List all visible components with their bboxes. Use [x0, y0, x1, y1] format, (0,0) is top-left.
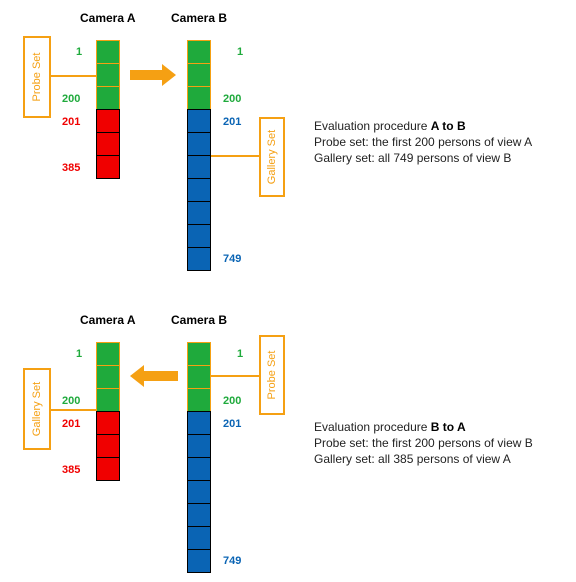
- description-probe: Probe set: the first 200 persons of view…: [314, 436, 533, 450]
- label-200: 200: [223, 395, 242, 407]
- probe-cell: [96, 365, 120, 389]
- extra-cell: [96, 109, 120, 133]
- extra-cell: [96, 155, 120, 179]
- extra-cell: [96, 434, 120, 458]
- probe-cell: [187, 342, 211, 366]
- left-arrow-icon: [130, 365, 178, 387]
- gallery-cell: [187, 526, 211, 550]
- probe-cell: [96, 40, 120, 64]
- description-title: Evaluation procedure B to A: [314, 419, 533, 435]
- extra-cell: [96, 411, 120, 435]
- title-bold: A to B: [430, 119, 466, 133]
- probe-set-label: Probe Set: [266, 350, 278, 400]
- gallery-set-label: Gallery Set: [31, 381, 43, 437]
- label-1: 1: [76, 348, 83, 360]
- probe-cell: [187, 86, 211, 110]
- description-gallery: Gallery set: all 749 persons of view B: [314, 151, 512, 165]
- probe-cell: [96, 388, 120, 412]
- title-prefix: Evaluation procedure: [314, 119, 431, 133]
- gallery-cell: [187, 201, 211, 225]
- title-prefix: Evaluation procedure: [314, 420, 431, 434]
- camera-b-label: Camera B: [171, 313, 228, 327]
- camera-b-label: Camera B: [171, 11, 228, 25]
- extra-cell: [96, 132, 120, 156]
- label-1: 1: [237, 348, 244, 360]
- probe-set-box: Probe Set: [23, 36, 51, 118]
- gallery-cell: [187, 434, 211, 458]
- probe-set-box: Probe Set: [259, 335, 285, 415]
- description-gallery: Gallery set: all 385 persons of view A: [314, 452, 511, 466]
- description: Evaluation procedure A to B Probe set: t…: [314, 118, 532, 166]
- label-201: 201: [62, 116, 81, 128]
- label-749: 749: [223, 555, 242, 567]
- probe-cell: [187, 40, 211, 64]
- gallery-cell: [187, 155, 211, 179]
- extra-cell: [96, 457, 120, 481]
- label-200: 200: [62, 395, 81, 407]
- label-385: 385: [62, 464, 81, 476]
- gallery-cell: [187, 480, 211, 504]
- gallery-cell: [187, 411, 211, 435]
- label-201: 201: [223, 116, 242, 128]
- gallery-cell: [187, 549, 211, 573]
- label-201: 201: [223, 418, 242, 430]
- gallery-set-box: Gallery Set: [23, 368, 51, 450]
- probe-cell: [187, 388, 211, 412]
- gallery-cell: [187, 178, 211, 202]
- probe-cell: [96, 342, 120, 366]
- camera-a-label: Camera A: [80, 11, 136, 25]
- gallery-set-label: Gallery Set: [266, 129, 278, 185]
- label-200: 200: [62, 93, 81, 105]
- connector-line: [211, 155, 259, 157]
- gallery-cell: [187, 224, 211, 248]
- gallery-cell: [187, 503, 211, 527]
- label-385: 385: [62, 162, 81, 174]
- description: Evaluation procedure B to A Probe set: t…: [314, 419, 533, 467]
- probe-cell: [96, 86, 120, 110]
- connector-line: [51, 75, 96, 77]
- probe-cell: [96, 63, 120, 87]
- gallery-cell: [187, 247, 211, 271]
- probe-set-label: Probe Set: [31, 52, 43, 102]
- right-arrow-icon: [130, 64, 176, 86]
- title-bold: B to A: [430, 420, 466, 434]
- label-1: 1: [76, 46, 83, 58]
- probe-cell: [187, 365, 211, 389]
- probe-cell: [187, 63, 211, 87]
- gallery-cell: [187, 132, 211, 156]
- connector-line: [211, 375, 259, 377]
- gallery-cell: [187, 109, 211, 133]
- connector-line: [51, 409, 96, 411]
- label-1: 1: [237, 46, 244, 58]
- label-749: 749: [223, 253, 242, 265]
- camera-a-label: Camera A: [80, 313, 136, 327]
- description-title: Evaluation procedure A to B: [314, 118, 532, 134]
- gallery-set-box: Gallery Set: [259, 117, 285, 197]
- description-probe: Probe set: the first 200 persons of view…: [314, 135, 533, 149]
- label-201: 201: [62, 418, 81, 430]
- label-200: 200: [223, 93, 242, 105]
- gallery-cell: [187, 457, 211, 481]
